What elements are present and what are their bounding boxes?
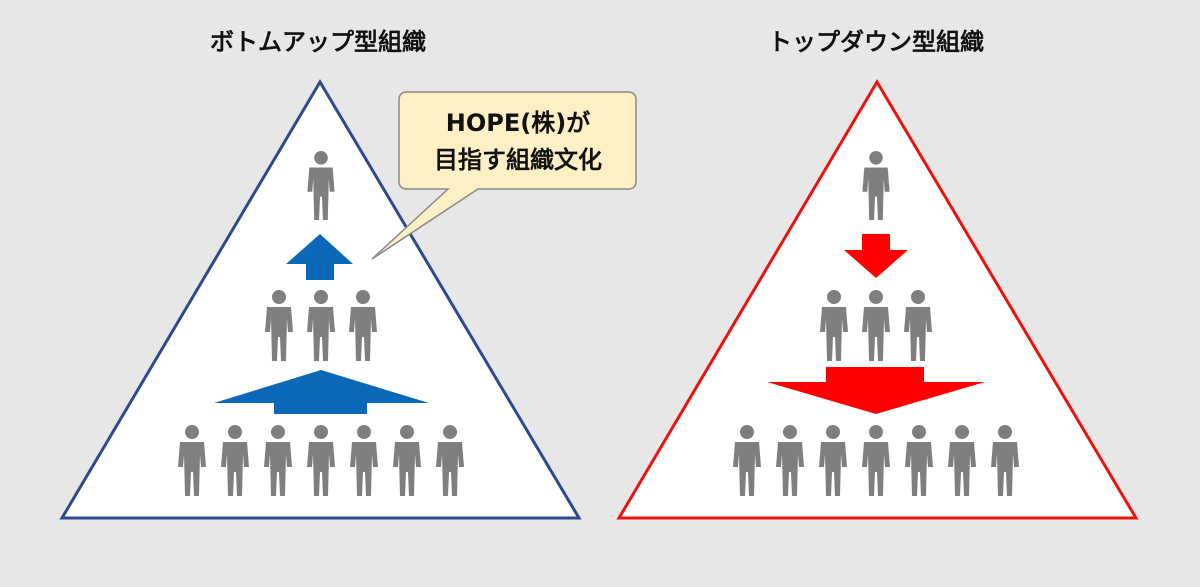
left_panel-row-1-person-icon — [307, 150, 335, 220]
left_panel-row-3-person-icon — [264, 425, 292, 496]
left_panel-row-3-person-icon — [350, 425, 378, 496]
bottom-up-title: ボトムアップ型組織 — [210, 28, 426, 56]
left_panel-row-2-person-icon — [349, 290, 377, 361]
left_panel-row-2-person-icon — [307, 290, 335, 361]
people-layer — [178, 150, 1019, 496]
left_panel-row-2-person-icon — [265, 290, 293, 361]
right_panel-row-2-person-icon — [904, 290, 932, 361]
small-up-arrow — [286, 234, 353, 280]
callout-bubble — [371, 91, 637, 260]
right_panel-row-2-person-icon — [820, 290, 848, 361]
right_panel-row-2-person-icon — [862, 290, 890, 361]
left_panel-row-3-person-icon — [436, 425, 464, 496]
right_panel-row-3-person-icon — [819, 425, 847, 496]
left_panel-row-3-person-icon — [393, 425, 421, 496]
left_panel-row-3-person-icon — [221, 425, 249, 496]
callout-line-1: HOPE(株)が — [446, 109, 590, 137]
right_panel-row-3-person-icon — [991, 425, 1019, 496]
large-up-arrow — [214, 370, 429, 414]
large-down-arrow — [767, 367, 985, 414]
right_panel-row-3-person-icon — [733, 425, 761, 496]
right_panel-row-1-person-icon — [862, 150, 890, 220]
arrows-layer — [214, 234, 985, 414]
left_panel-row-3-person-icon — [178, 425, 206, 496]
callout-line-2: 目指す組織文化 — [434, 146, 602, 174]
right_panel-row-3-person-icon — [862, 425, 890, 496]
right_panel-row-3-person-icon — [776, 425, 804, 496]
small-down-arrow — [844, 234, 908, 278]
right_panel-row-3-person-icon — [905, 425, 933, 496]
top-down-title: トップダウン型組織 — [768, 28, 984, 56]
speech-callout: HOPE(株)が 目指す組織文化 — [371, 91, 637, 260]
left_panel-row-3-person-icon — [307, 425, 335, 496]
right_panel-row-3-person-icon — [948, 425, 976, 496]
